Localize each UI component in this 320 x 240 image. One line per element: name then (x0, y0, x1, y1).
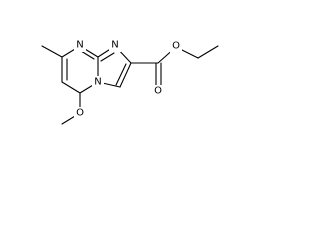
atom-n-imidazole: N (111, 40, 118, 51)
atom-labels: N N N O O O (74, 39, 182, 120)
bond-methyl (41, 45, 63, 58)
bond-ch2-ch3 (197, 45, 219, 59)
bonds (41, 45, 219, 125)
atom-o-methoxy: O (76, 108, 84, 119)
bond-c5-c6 (61, 81, 81, 94)
atom-o-carbonyl: O (154, 86, 162, 97)
structure-diagram: N N N O O O (41, 39, 219, 125)
bond-c8a-n1-inner (100, 52, 115, 62)
bond-c2-c3-outer (119, 62, 132, 88)
bond-n8-c8a-inner (80, 50, 95, 60)
bond-c2-c3-inner (115, 63, 127, 86)
atom-o-ester: O (172, 41, 180, 52)
atom-n-pyrimidine: N (76, 40, 83, 51)
atom-n-bridgehead: N (94, 77, 101, 88)
